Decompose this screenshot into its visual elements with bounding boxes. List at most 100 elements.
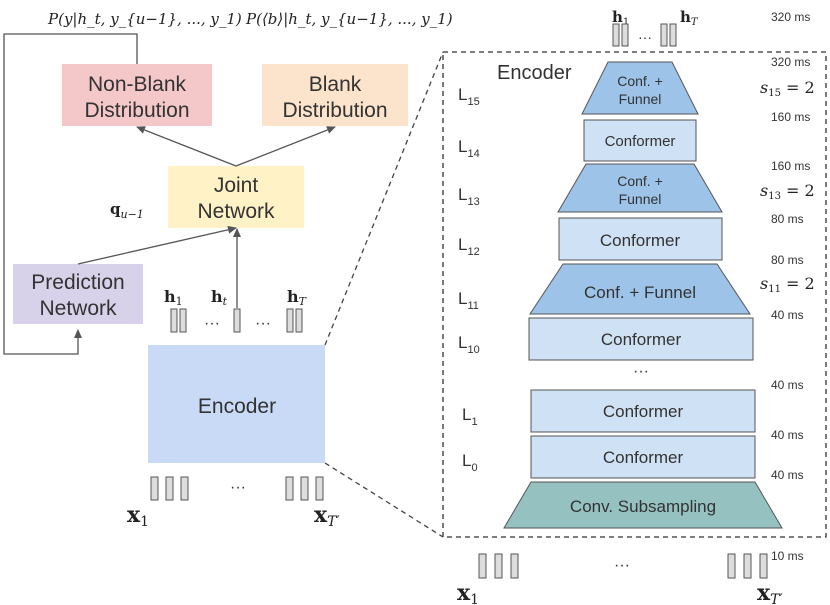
- layer-15-box-line1: Conf. +: [617, 73, 663, 89]
- h-vectors-left: [170, 308, 303, 333]
- x-vector-a: [150, 476, 159, 501]
- hT-vector-b: [295, 308, 303, 333]
- layer-13-box-line1: Conf. +: [617, 173, 663, 189]
- encoder-label-left: Encoder: [198, 395, 276, 418]
- layer-label-15: L15: [458, 85, 480, 108]
- q-label: qu−1: [110, 200, 144, 221]
- joint-network-box: [168, 166, 304, 228]
- prediction-label-line2: Network: [39, 297, 117, 320]
- x-vectors-left: [150, 476, 324, 501]
- blank-label-line1: Blank: [309, 73, 362, 96]
- x-dots-left: ···: [230, 479, 246, 496]
- nonblank-distribution-box: [62, 64, 212, 126]
- x-vector-f: [315, 476, 324, 501]
- layer-0-conformer: [530, 435, 756, 479]
- layer-14-box: Conformer: [605, 133, 676, 150]
- layer-label-11: L11: [458, 289, 479, 312]
- ht-label: ht: [211, 287, 228, 308]
- conv-subsampling-block: [503, 481, 783, 529]
- time-label-subsample-out: 40 ms: [771, 468, 804, 482]
- time-label-input: 10 ms: [771, 549, 804, 563]
- xT-label-left: xT′: [314, 502, 340, 530]
- bottom-xT-label: xT′: [757, 580, 783, 605]
- encoder-box-left: [148, 345, 325, 463]
- layer-15-box-line2: Funnel: [619, 91, 662, 107]
- blank-label-line2: Distribution: [282, 99, 387, 122]
- layer-10-conformer: [528, 317, 754, 361]
- time-label-l1-out: 40 ms: [771, 378, 804, 392]
- top-h-vector-b: [621, 23, 629, 47]
- layer-mid-dots: ···: [633, 363, 649, 380]
- layer-label-14: L14: [458, 137, 480, 160]
- joint-to-blank-arrow: [235, 126, 336, 167]
- top-h-vector-a: [612, 23, 620, 47]
- blank-formula: P(⟨b⟩|h_t, y_{u−1}, ..., y_1): [245, 10, 453, 28]
- layer-1-conformer: [530, 389, 756, 433]
- layer-label-12: L12: [458, 235, 480, 258]
- bottom-x-vector-f: [759, 553, 768, 579]
- x-vector-b: [165, 476, 174, 501]
- feedback-loop-arrow: [3, 33, 138, 355]
- top-h-dots: ···: [638, 29, 652, 45]
- zoom-line-bottom: [324, 462, 444, 538]
- layer-label-10: L10: [458, 333, 480, 356]
- top-hT-label: hT: [680, 8, 699, 28]
- bottom-x-dots: ···: [614, 557, 630, 574]
- layer-10-box: Conformer: [601, 330, 682, 349]
- layer-15-funnel: [581, 61, 699, 115]
- time-label-l12-out: 80 ms: [771, 212, 804, 226]
- stride-labels: s15 = 2 s13 = 2 s11 = 2: [760, 78, 815, 295]
- layer-14-conformer: [583, 119, 697, 162]
- bottom-x-vector-d: [727, 553, 736, 579]
- time-label-l0-out: 40 ms: [771, 428, 804, 442]
- ht-vector: [233, 308, 241, 333]
- x-vector-c: [180, 476, 189, 501]
- bottom-x-vector-c: [510, 553, 519, 579]
- layer-12-conformer: [558, 217, 723, 261]
- time-label-top: 320 ms: [771, 10, 810, 24]
- time-label-l13-out: 160 ms: [771, 159, 810, 173]
- bottom-x-vector-e: [743, 553, 752, 579]
- layer-12-box: Conformer: [600, 231, 681, 250]
- h1-label: h1: [164, 287, 183, 308]
- bottom-x-vector-b: [494, 553, 503, 579]
- joint-to-nonblank-arrow: [136, 126, 237, 167]
- timing-labels: 320 ms 320 ms 160 ms 160 ms 80 ms 80 ms …: [771, 10, 810, 563]
- time-label-l15-in: 320 ms: [771, 55, 810, 69]
- time-label-l14-out: 160 ms: [771, 110, 810, 124]
- prediction-label-line1: Prediction: [31, 271, 124, 294]
- nonblank-formula: P(y|h_t, y_{u−1}, ..., y_1): [47, 10, 242, 28]
- layer-0-box: Conformer: [603, 448, 684, 467]
- joint-label-line1: Joint: [214, 174, 259, 197]
- layer-label-0: L0: [462, 451, 478, 474]
- x-vectors-right: [478, 553, 768, 579]
- top-h-vectors: [612, 23, 677, 47]
- layer-11-funnel: [529, 263, 751, 315]
- time-label-l11-out: 80 ms: [771, 253, 804, 267]
- bottom-x-vector-a: [478, 553, 487, 579]
- x-vector-e: [300, 476, 309, 501]
- zoom-line-top: [324, 51, 444, 346]
- layer-1-box: Conformer: [603, 402, 684, 421]
- layer-label-1: L1: [462, 405, 478, 428]
- hT-label: hT: [287, 287, 308, 308]
- layer-11-box: Conf. + Funnel: [584, 283, 696, 302]
- top-h-vector-d: [669, 23, 677, 47]
- encoder-detail-title: Encoder: [497, 62, 572, 84]
- top-h1-label: h1: [612, 8, 629, 28]
- h1-vector-b: [179, 308, 187, 333]
- h1-vector-a: [170, 308, 178, 333]
- layer-13-box-line2: Funnel: [619, 191, 662, 207]
- x-vector-d: [285, 476, 294, 501]
- nonblank-label-line1: Non-Blank: [88, 73, 187, 96]
- nonblank-label-line2: Distribution: [84, 99, 189, 122]
- prediction-to-joint-arrow: [77, 225, 237, 265]
- top-h-vector-c: [660, 23, 668, 47]
- encoder-detail-frame: [442, 51, 827, 538]
- time-label-l10-out: 40 ms: [771, 308, 804, 322]
- h-dots-2: ···: [255, 315, 271, 332]
- bottom-x1-label: x1: [457, 580, 479, 605]
- layer-labels: L15 L14 L13 L12 L11 L10 L1 L0: [458, 85, 480, 474]
- h-dots-1: ···: [204, 315, 220, 332]
